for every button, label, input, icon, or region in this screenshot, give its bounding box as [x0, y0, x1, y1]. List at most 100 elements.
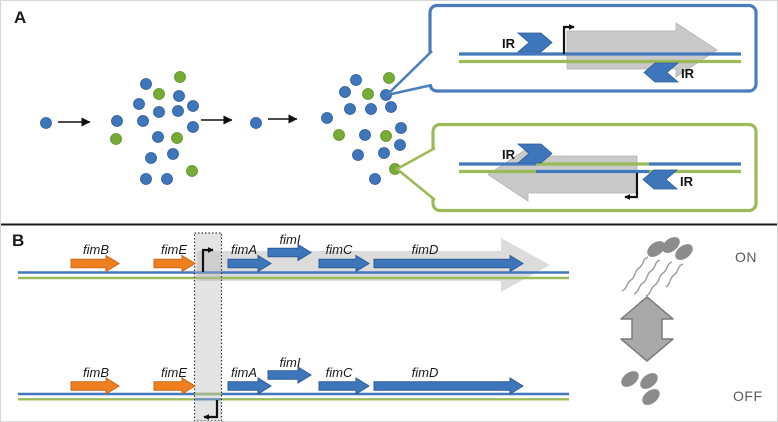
- bacterium-off-icon: [621, 371, 639, 387]
- gene-label-fimI-off: fimI: [280, 355, 301, 370]
- gene-label-fimE-off: fimE: [161, 365, 187, 380]
- cell-dot-blue: [365, 103, 377, 115]
- flagellum-icon: [665, 263, 684, 288]
- cell-dot-blue: [137, 115, 149, 127]
- cell-dot-blue: [161, 173, 173, 185]
- cell-dot-blue: [187, 121, 199, 133]
- cell-dot-blue: [321, 112, 333, 124]
- gene-label-fimD-off: fimD: [412, 365, 439, 380]
- cell-dot-green: [171, 132, 183, 144]
- cell-dot-blue: [133, 98, 145, 110]
- cell-dot-blue: [145, 152, 157, 164]
- gene-arrow-fimI-off: [267, 366, 312, 384]
- promoter-arrow-on-row: [201, 247, 214, 272]
- bacterium-on-icon: [647, 241, 665, 257]
- cell-dot-blue: [173, 90, 185, 102]
- gene-row-off: fimB fimE fimA fimI fimC fimD: [70, 355, 524, 395]
- cell-dot-blue: [378, 147, 390, 159]
- gene-arrow-fimI-on: [267, 243, 312, 262]
- gene-label-fimI-on: fimI: [280, 232, 301, 247]
- cell-dot-green: [110, 133, 122, 145]
- cell-dot-blue: [152, 131, 164, 143]
- bacterium-off-icon: [640, 373, 658, 389]
- single-cell-dot-2: [250, 117, 262, 129]
- gene-arrow-fimC-on: [318, 254, 370, 273]
- gene-label-fimC-off: fimC: [326, 365, 353, 380]
- ir-chevron-right-on: [643, 62, 680, 83]
- cell-dot-green: [186, 165, 198, 177]
- fim-switch-region-box: [193, 232, 223, 421]
- cell-dot-green: [362, 88, 374, 100]
- cell-dot-blue: [111, 115, 123, 127]
- callout-on-box: IR IR: [385, 3, 758, 97]
- gene-arrow-fimC-off: [318, 377, 370, 395]
- gene-arrow-fimE-off: [153, 377, 196, 395]
- ir-label-right-off: IR: [680, 174, 694, 189]
- callout-on-tail: [385, 50, 433, 97]
- gene-label-fimC-on: fimC: [326, 242, 353, 257]
- cell-dot-blue: [385, 101, 397, 113]
- phase-switch-double-arrow-icon: [620, 296, 674, 362]
- ir-chevron-right-off: [642, 169, 679, 190]
- ir-label-left-on: IR: [502, 36, 516, 51]
- gene-row-on: fimB fimE fimA fimI fimC fimD: [70, 232, 524, 273]
- promoter-arrow-off-row: [203, 400, 219, 420]
- gene-label-fimA-off: fimA: [231, 365, 257, 380]
- flagellum-icon: [621, 256, 649, 292]
- flagellum-icon: [633, 259, 661, 295]
- gene-arrow-fimD-off: [373, 377, 524, 395]
- cell-dot-blue: [395, 122, 407, 134]
- cell-cluster-1: [110, 71, 199, 185]
- ir-label-right-on: IR: [681, 66, 695, 81]
- cell-dot-green: [333, 129, 345, 141]
- cell-dot-blue: [350, 74, 362, 86]
- bacteria-off-group: [621, 371, 660, 405]
- gene-label-fimA-on: fimA: [231, 242, 257, 257]
- bacterium-on-icon: [662, 237, 680, 253]
- gene-label-fimE-on: fimE: [161, 242, 187, 257]
- ir-chevron-left-on: [516, 32, 553, 53]
- cell-dot-blue: [344, 103, 356, 115]
- panel-b-label: B: [12, 231, 24, 250]
- callout-off-box: IR IR: [395, 122, 758, 213]
- cell-dot-green: [380, 130, 392, 142]
- cell-dot-blue: [352, 149, 364, 161]
- cell-dot-green: [174, 71, 186, 83]
- gene-arrow-fimB-on: [70, 254, 120, 273]
- cell-dot-blue: [187, 100, 199, 112]
- panel-a-label: A: [14, 8, 26, 27]
- cell-dot-blue: [167, 148, 179, 160]
- flagellum-icon: [645, 261, 673, 297]
- cell-dot-blue: [140, 173, 152, 185]
- promoter-arrow-on-box: [562, 24, 575, 54]
- cell-cluster-2: [321, 72, 407, 185]
- off-state-label: OFF: [733, 388, 763, 404]
- gene-arrow-fimB-off: [70, 377, 120, 395]
- ir-label-left-off: IR: [502, 147, 516, 162]
- ir-chevron-left-off: [516, 143, 553, 164]
- gene-arrow-fimA-on: [227, 254, 272, 273]
- cell-dot-blue: [359, 129, 371, 141]
- cell-dot-blue: [172, 105, 184, 117]
- cell-dot-green: [153, 88, 165, 100]
- cell-dot-blue: [140, 78, 152, 90]
- cell-dot-green: [383, 72, 395, 84]
- cell-dot-blue: [369, 173, 381, 185]
- promoter-arrow-off-box: [624, 173, 639, 200]
- callout-off-tail: [395, 146, 436, 202]
- cell-dot-blue: [339, 86, 351, 98]
- gene-label-fimD-on: fimD: [412, 242, 439, 257]
- gene-label-fimB-off: fimB: [83, 365, 109, 380]
- cell-dot-blue: [394, 139, 406, 151]
- gene-arrow-fimA-off: [227, 377, 272, 395]
- invertible-element-arrow-on: [566, 22, 718, 78]
- bacteria-on-group: [621, 237, 693, 297]
- on-state-label: ON: [735, 249, 757, 265]
- gene-label-fimB-on: fimB: [83, 242, 109, 257]
- gene-arrow-fimE-on: [153, 254, 196, 273]
- single-cell-dot-1: [40, 117, 52, 129]
- bacterium-off-icon: [642, 389, 660, 405]
- bacterium-on-icon: [675, 244, 693, 260]
